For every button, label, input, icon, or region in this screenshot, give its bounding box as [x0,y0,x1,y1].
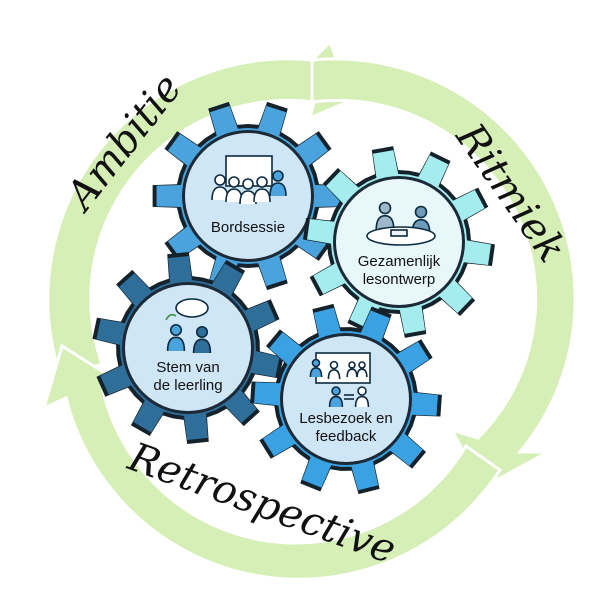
students-speech-bubble-icon [165,298,212,354]
presenter-board-audience-icon [211,155,287,205]
ring-segment-ritmiek [310,57,577,491]
gear-label-stem-line-1: Stem van [156,359,219,376]
gear-label-gezamenlijk-line-2: lesontwerp [363,271,436,288]
gear-label-lesbezoek-line-2: feedback [316,428,377,445]
gear-label-bordsessie-line-1: Bordsessie [211,219,285,236]
gear-label-gezamenlijk-line-1: Gezamenlijk [358,253,441,270]
gear-label-lesbezoek-line-1: Lesbezoek en [299,410,392,427]
ring-segment-ambitie [46,39,354,382]
gear-label-stem-line-2: de leerling [153,377,222,394]
gear-bordsessie: Bordsessie [152,101,344,291]
meeting-table-icon [366,201,436,246]
gear-face [125,285,251,411]
ring-segment-retrospective [41,343,503,581]
cycle-ring [41,39,577,581]
classroom-observation-icon [309,352,371,408]
